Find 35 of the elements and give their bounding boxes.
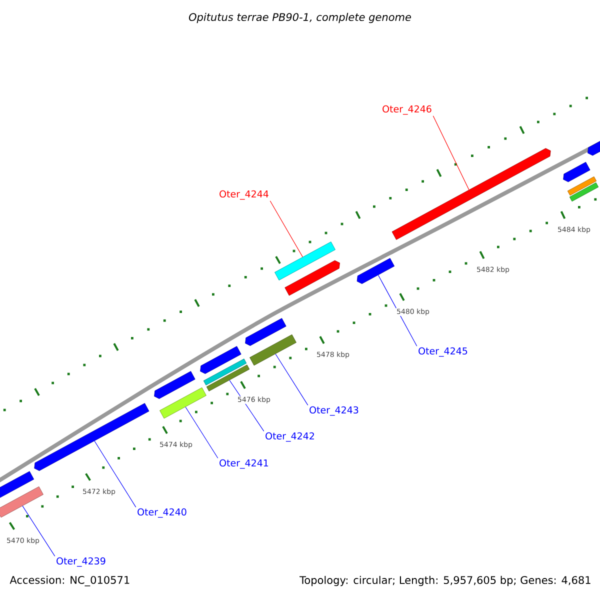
gene-bar (563, 162, 590, 182)
gene-bar (356, 258, 395, 284)
gene-label: Oter_4245 (418, 347, 468, 357)
gene-label: Oter_4242 (266, 432, 314, 442)
gene-bar (154, 371, 196, 399)
leader-line (94, 440, 136, 508)
gene-label: Oter_4239 (56, 557, 106, 567)
leader-line (275, 354, 308, 406)
gene-bar (203, 358, 247, 386)
gene-bar (274, 242, 336, 280)
gene-bar (0, 486, 44, 518)
gene-bar (250, 334, 296, 366)
title: Opitutus terrae PB90-1, complete genome (188, 12, 411, 24)
gene-bar (206, 364, 250, 392)
gene-bar (200, 346, 242, 374)
gene-label: Oter_4240 (138, 508, 186, 518)
leader-line (432, 116, 470, 190)
gene-bar (569, 182, 599, 202)
leader-line (22, 506, 56, 556)
gene-bar (588, 140, 600, 156)
leader-line (270, 200, 303, 258)
gene-label: Oter_4244 (220, 190, 268, 200)
leader-line (185, 406, 218, 458)
gene-label: Oter_4241 (220, 459, 268, 469)
gene-label: Oter_4246 (382, 105, 432, 115)
gene-bar (160, 387, 206, 419)
gene-bar (392, 148, 551, 240)
gene-bar (0, 471, 34, 501)
accession-text: Accession: NC_010571 (10, 576, 130, 586)
gene-bar (284, 260, 340, 296)
gene-label: Oter_4243 (310, 406, 358, 416)
gene-bar (245, 318, 286, 346)
gene-bar (34, 403, 150, 471)
leader-line (378, 274, 418, 346)
genome-stats-text: Topology: circular; Length: 5,957,605 bp; Genes: 4,681 (300, 576, 590, 586)
